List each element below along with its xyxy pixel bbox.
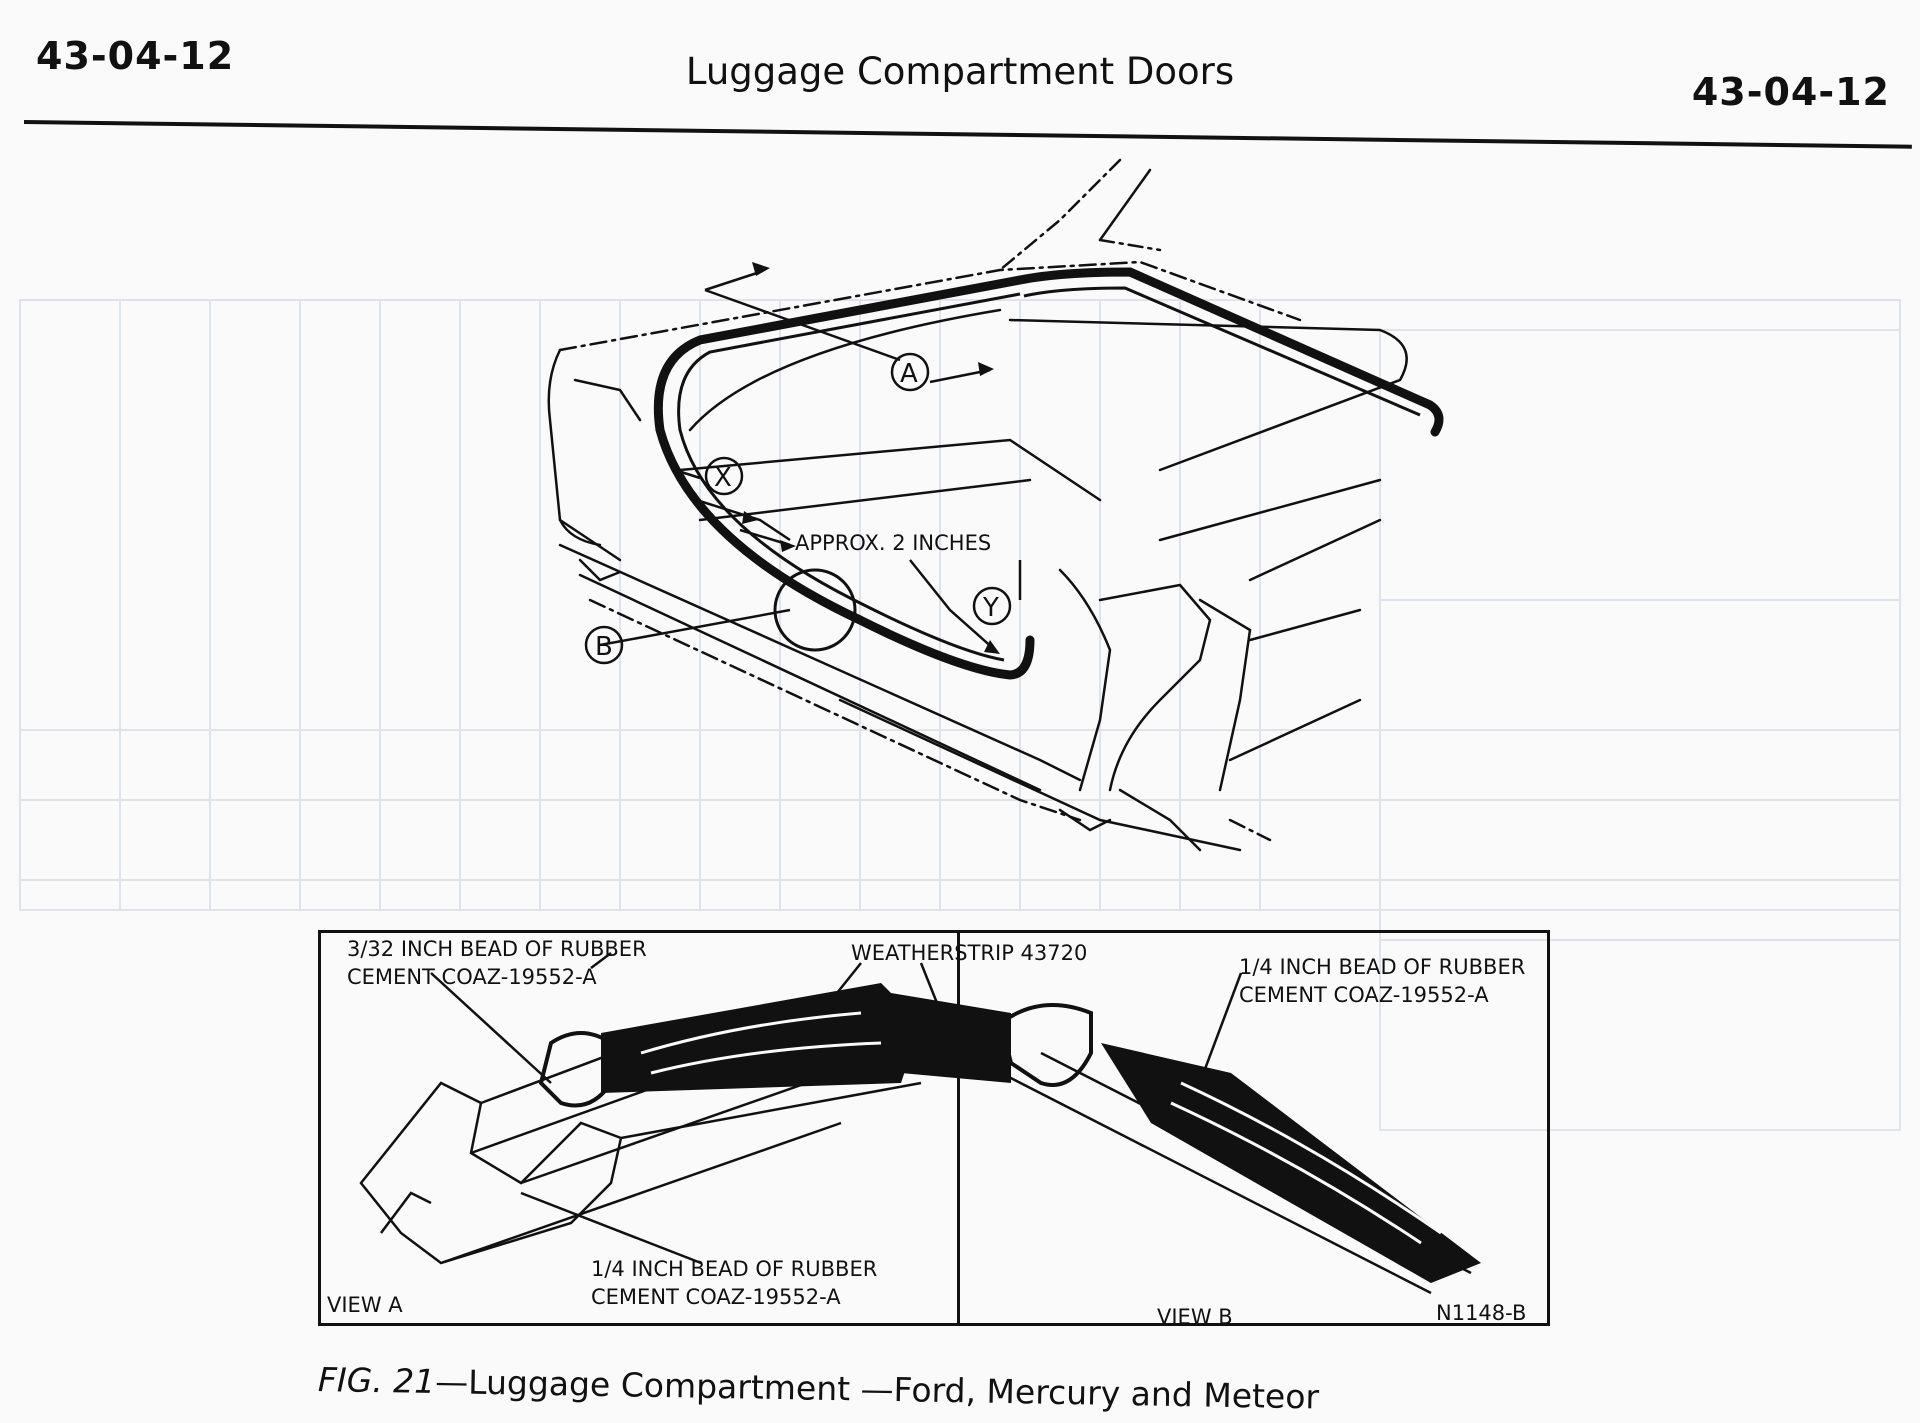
callout-a-circle bbox=[890, 352, 930, 392]
callout-b-circle bbox=[584, 625, 624, 665]
weatherstrip-bead-side bbox=[653, 275, 1035, 680]
bead-label-top-left: 3/32 INCH BEAD OF RUBBER CEMENT COAZ-195… bbox=[347, 937, 647, 989]
weatherstrip-bead-top bbox=[1015, 267, 1444, 437]
detail-inset: 3/32 INCH BEAD OF RUBBER CEMENT COAZ-195… bbox=[318, 930, 1550, 1329]
view-divider bbox=[957, 933, 960, 1323]
part-code-label: N1148-B bbox=[1436, 1301, 1527, 1325]
bead-label-bottom-left: 1/4 INCH BEAD OF RUBBER CEMENT COAZ-1955… bbox=[591, 1257, 878, 1309]
detail-b-circle bbox=[773, 568, 857, 652]
page-title: Luggage Compartment Doors bbox=[685, 50, 1235, 93]
callout-x-label: X bbox=[714, 463, 732, 493]
callout-x-circle bbox=[704, 456, 744, 496]
page-number-right: 43-04-12 bbox=[1691, 70, 1890, 114]
figure-number: FIG. 21 bbox=[317, 1360, 436, 1402]
callout-b-label: B bbox=[595, 632, 613, 662]
callout-y-label: Y bbox=[982, 593, 999, 623]
view-a-label: VIEW A bbox=[327, 1293, 403, 1317]
callout-y-circle bbox=[972, 586, 1012, 626]
approx-dimension-label: APPROX. 2 INCHES bbox=[795, 531, 991, 555]
weatherstrip-label: WEATHERSTRIP 43720 bbox=[851, 941, 1088, 965]
view-b-label: VIEW B bbox=[1157, 1305, 1233, 1329]
callout-a-label: A bbox=[900, 359, 918, 389]
inset-drawing bbox=[359, 952, 1481, 1295]
page-number-left: 43-04-12 bbox=[36, 34, 235, 78]
bead-label-top-right: 1/4 INCH BEAD OF RUBBER CEMENT COAZ-1955… bbox=[1239, 955, 1526, 1007]
weatherstrip-a-solid bbox=[601, 983, 921, 1093]
